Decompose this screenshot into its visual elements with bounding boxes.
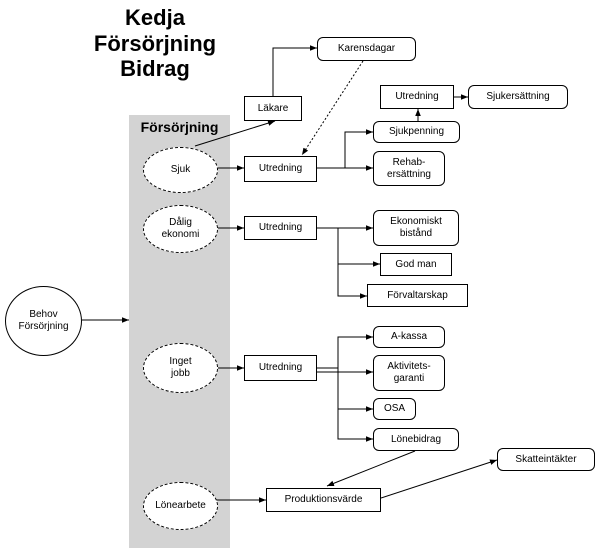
arrow-karensdagar-to-utredning [301,60,364,156]
skatteintakter-box: Skatteintäkter [497,448,595,471]
karensdagar-box: Karensdagar [317,37,416,61]
ekonomiskt-bistand-box: Ekonomiskt bistånd [373,210,459,246]
aktivitetsgaranti-box: Aktivitets- garanti [373,355,445,391]
arrow-utredning-to-forvaltarskap [337,264,367,299]
dalig-ekonomi-node: Dålig ekonomi [143,205,218,253]
arrow-produktionsvarde-to-skatteintakter [380,459,498,499]
produktionsvarde-box: Produktionsvärde [266,488,381,512]
sjuk-node: Sjuk [143,147,218,193]
sjukersattning-box: Sjukersättning [468,85,568,109]
utredning-ekonomi-box: Utredning [244,216,317,240]
arrow-lonebidrag-to-produktionsvarde [326,450,416,487]
arrow-utredning-to-sjukpenning [316,129,373,169]
osa-box: OSA [373,398,416,420]
arrow-utredning-to-osa [337,368,373,412]
behov-forsorjning-node: Behov Försörjning [5,286,82,356]
title-line-2: Försörjning [93,31,217,56]
lakare-box: Läkare [244,96,302,121]
title-line-1: Kedja [125,5,185,30]
utredning-sjukersattning-box: Utredning [380,85,454,109]
arrow-sjuk-to-lakare [194,120,276,147]
utredning-jobb-box: Utredning [244,355,317,381]
a-kassa-box: A-kassa [373,326,445,348]
sjukpenning-box: Sjukpenning [373,121,460,143]
lonearbete-node: Lönearbete [143,482,218,530]
rehabersattning-box: Rehab- ersättning [373,151,445,186]
utredning-sjuk-box: Utredning [244,156,317,182]
band-label: Försörjning [140,119,219,135]
forvaltarskap-box: Förvaltarskap [367,284,468,307]
arrow-lakare-to-karensdagar [272,45,317,96]
lonebidrag-box: Lönebidrag [373,428,459,451]
inget-jobb-node: Inget jobb [143,343,218,393]
arrow-utredning-to-a-kassa [316,334,373,369]
arrow-utredning-to-lonebidrag [337,409,373,442]
title-line-3: Bidrag [120,56,190,81]
god-man-box: God man [380,253,452,276]
